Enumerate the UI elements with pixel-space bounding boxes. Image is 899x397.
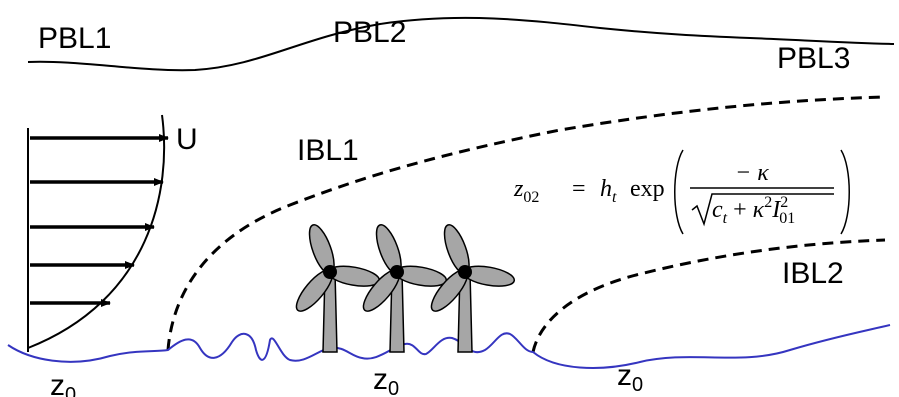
pbl3-label: PBL3 bbox=[777, 42, 850, 75]
wavy-surface-line bbox=[7, 324, 891, 369]
roughness-label-right: z0 bbox=[617, 359, 643, 396]
formula-plus: + bbox=[733, 197, 747, 223]
roughness-right-sub: 0 bbox=[632, 374, 643, 396]
formula-numerator: − κ bbox=[735, 160, 769, 186]
turbine-3-hub bbox=[458, 265, 472, 279]
formula-lhs: z02 bbox=[513, 176, 539, 206]
formula-h: ht bbox=[600, 176, 617, 206]
turbine-1-hub bbox=[323, 265, 337, 279]
roughness-middle-sub: 0 bbox=[388, 378, 399, 397]
wind-turbine-2 bbox=[362, 224, 448, 353]
turbine-2-hub bbox=[390, 265, 404, 279]
formula-right-paren bbox=[840, 149, 850, 235]
wind-turbine-3 bbox=[430, 224, 516, 353]
formula-sqrt-sign bbox=[691, 193, 834, 227]
roughness-right-z: z bbox=[617, 359, 632, 392]
ibl1-label: IBL1 bbox=[297, 134, 359, 167]
formula-c: c bbox=[712, 197, 723, 223]
pbl-top-boundary-line bbox=[27, 16, 895, 72]
pbl2-label: PBL2 bbox=[333, 16, 406, 49]
formula-kappa: κ bbox=[753, 197, 765, 223]
formula-equals: = bbox=[572, 176, 586, 202]
formula-c-sub: t bbox=[723, 210, 728, 227]
formula-kappa-sup: 2 bbox=[764, 194, 772, 211]
formula-left-paren bbox=[674, 149, 684, 235]
roughness-label-middle: z0 bbox=[373, 363, 399, 397]
formula-exp: exp bbox=[630, 176, 665, 202]
roughness-left-z: z bbox=[50, 369, 65, 397]
ibl2-label: IBL2 bbox=[782, 257, 844, 290]
wind-turbine-1 bbox=[295, 224, 381, 353]
formula-lhs-z: z bbox=[513, 176, 524, 202]
ibl1-boundary-dashed-line bbox=[166, 95, 886, 351]
pbl1-label: PBL1 bbox=[38, 22, 111, 55]
formula-I-sup: 2 bbox=[780, 194, 788, 211]
profile-curve bbox=[27, 114, 166, 349]
wind-profile bbox=[27, 114, 169, 352]
formula-I-sub: 01 bbox=[779, 210, 795, 227]
roughness-middle-z: z bbox=[373, 363, 388, 396]
wind-speed-label: U bbox=[176, 123, 198, 156]
ibl2-boundary-dashed-line bbox=[531, 238, 886, 353]
formula-lhs-sub: 02 bbox=[523, 189, 539, 206]
roughness-left-sub: 0 bbox=[65, 384, 76, 397]
formula-I: I bbox=[771, 197, 781, 223]
formula-h-letter: h bbox=[600, 176, 612, 202]
roughness-label-left: z0 bbox=[50, 369, 76, 397]
formula-h-sub: t bbox=[612, 189, 617, 206]
